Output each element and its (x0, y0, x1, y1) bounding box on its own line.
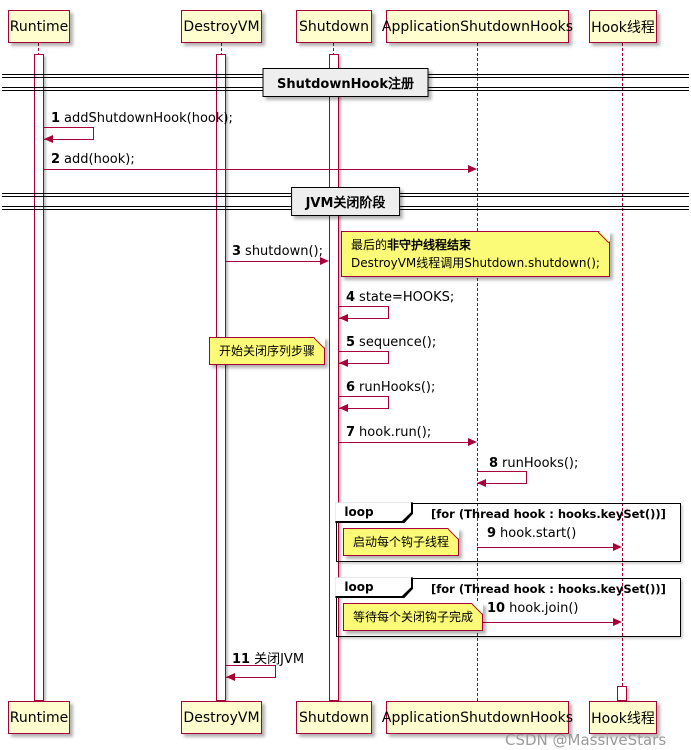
arrowhead-right-icon (320, 257, 329, 265)
message-3-arrow (226, 261, 320, 262)
activation-destroyvm (216, 54, 226, 701)
arrowhead-right-icon (468, 438, 477, 446)
lifeline-applicationshutdownhooks (477, 43, 478, 701)
message-9-arrow (477, 547, 613, 548)
message-7-arrow (339, 442, 468, 443)
note-start-each-hook: 启动每个钩子线程 (343, 528, 460, 556)
loop-condition: [for (Thread hook : hooks.keySet())] (431, 507, 666, 521)
loop-keyword: loop (335, 577, 412, 597)
message-2-arrow (44, 169, 469, 170)
message-5-self-arrow (339, 351, 389, 364)
message-1-self-arrow (44, 127, 94, 140)
participant-runtime-bottom: Runtime (8, 701, 70, 734)
participant-shutdown-bottom: Shutdown (296, 701, 372, 734)
note-line-1: 最后的非守护线程结束 (351, 238, 472, 252)
loop-frame-2: loop [for (Thread hook : hooks.keySet())… (335, 577, 681, 637)
message-10-arrow (477, 622, 613, 623)
arrowhead-left-icon (339, 314, 348, 322)
activation-runtime (34, 54, 44, 701)
watermark: CSDN @MassiveStars (505, 731, 667, 749)
activation-hook-thread (617, 686, 627, 701)
participant-hook-thread-top: Hook线程 (589, 10, 657, 43)
participant-applicationshutdownhooks-bottom: ApplicationShutdownHooks (382, 701, 573, 734)
message-6-self-arrow (339, 396, 389, 409)
message-11-self-arrow (226, 665, 276, 678)
participant-destroyvm-top: DestroyVM (181, 10, 262, 43)
loop-keyword: loop (335, 502, 412, 522)
message-8-self-arrow (477, 471, 527, 484)
participant-hook-thread-bottom: Hook线程 (589, 701, 657, 734)
arrowhead-right-icon (613, 618, 622, 626)
activation-shutdown (329, 54, 339, 701)
note-start-sequence: 开始关闭序列步骤 (208, 337, 326, 365)
divider-label-jvm-close: JVM关闭阶段 (290, 187, 401, 216)
arrowhead-left-icon (477, 479, 486, 487)
participant-shutdown-top: Shutdown (296, 10, 372, 43)
note-line-2: DestroyVM线程调用Shutdown.shutdown(); (351, 256, 600, 270)
note-wait-each-hook: 等待每个关闭钩子完成 (343, 603, 484, 631)
lifeline-hook-thread (622, 43, 623, 701)
note-last-non-daemon: 最后的非守护线程结束 DestroyVM线程调用Shutdown.shutdow… (341, 231, 610, 277)
arrowhead-left-icon (339, 404, 348, 412)
loop-condition: [for (Thread hook : hooks.keySet())] (431, 582, 666, 596)
arrowhead-left-icon (339, 359, 348, 367)
arrowhead-right-icon (468, 165, 477, 173)
loop-frame-1: loop [for (Thread hook : hooks.keySet())… (335, 502, 681, 562)
divider-label-registration: ShutdownHook注册 (262, 68, 429, 97)
participant-destroyvm-bottom: DestroyVM (181, 701, 262, 734)
participant-applicationshutdownhooks-top: ApplicationShutdownHooks (382, 10, 573, 43)
arrowhead-left-icon (226, 673, 235, 681)
participant-runtime-top: Runtime (8, 10, 70, 43)
arrowhead-right-icon (613, 543, 622, 551)
message-4-self-arrow (339, 306, 389, 319)
arrowhead-left-icon (44, 135, 53, 143)
